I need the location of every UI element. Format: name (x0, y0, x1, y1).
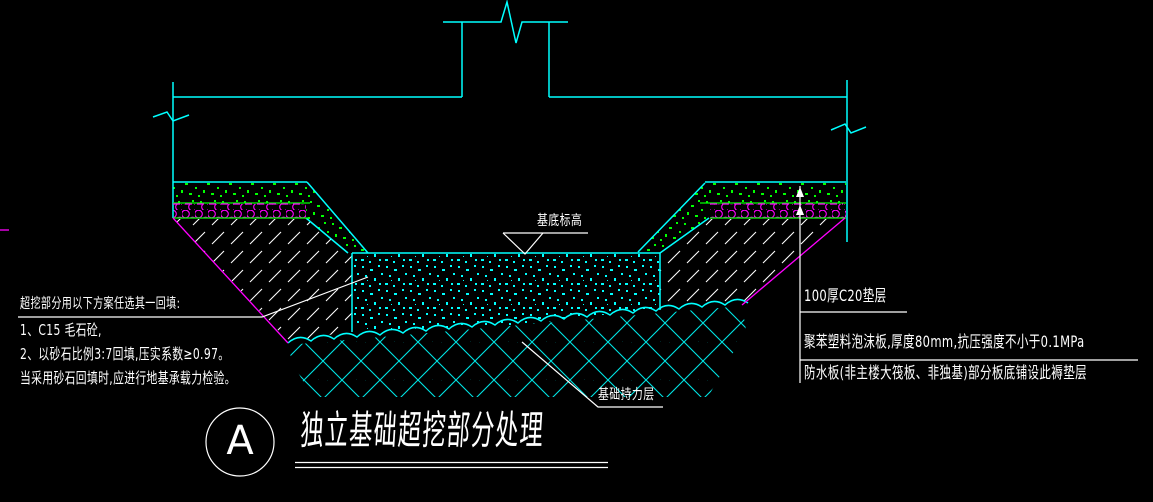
left-note-item-3: 当采用砂石回填时,应进行地基承载力检验。 (20, 369, 236, 387)
foam-board-fills (173, 204, 846, 218)
backfill-soil-hatch (174, 219, 844, 342)
leader-arrowheads (796, 187, 804, 215)
right-note-waterproof-label: 防水板(非主楼大筏板、非独基)部分板底铺设此褥垫层 (804, 363, 1087, 382)
undisturbed-soil-cloud-line (287, 298, 749, 344)
base-elevation-label: 基底标高 (537, 213, 583, 229)
arrow-to-foam (796, 205, 804, 215)
bedding-boundary-lines (173, 202, 846, 219)
bearing-layer-leader (521, 341, 663, 408)
detail-mark-letter: A (226, 418, 254, 465)
detail-title: 独立基础超挖部分处理 (299, 408, 546, 454)
left-note-leader (18, 276, 369, 318)
elevation-triangle (502, 232, 544, 255)
bearing-soil-crosshatch (288, 306, 746, 397)
right-note-bedding-label: 100厚C20垫层 (804, 286, 887, 305)
slope-lower-left (305, 217, 349, 254)
column-and-wall-lines (152, 0, 867, 344)
column-top-break-line (443, 0, 568, 44)
annotation-lines (18, 186, 1138, 477)
slope-upper-left (306, 181, 369, 254)
bearing-layer-label: 基础持力层 (598, 387, 655, 403)
arrow-to-bedding (796, 187, 804, 197)
slope-lower-right (659, 217, 710, 254)
slope-upper-right (637, 182, 706, 253)
right-note-foam-label: 聚苯塑料泡沫板,厚度80mm,抗压强度不小于0.1MPa (804, 332, 1085, 351)
detail-mark-circle (205, 407, 275, 477)
excavation-slope-left (172, 217, 289, 344)
break-symbol-left (152, 111, 190, 122)
left-note-item-2: 2、以砂石比例3:7回填,压实系数≥0.97。 (20, 345, 230, 363)
excavation-slope-lines (0, 203, 846, 344)
break-symbol-right (830, 123, 867, 134)
left-note-item-1: 1、C15 毛石砼, (20, 321, 102, 339)
left-note-heading: 超挖部分用以下方案任选其一回填: (20, 296, 181, 312)
foundation-block-fill (352, 254, 660, 331)
excavation-slope-right (741, 217, 846, 306)
